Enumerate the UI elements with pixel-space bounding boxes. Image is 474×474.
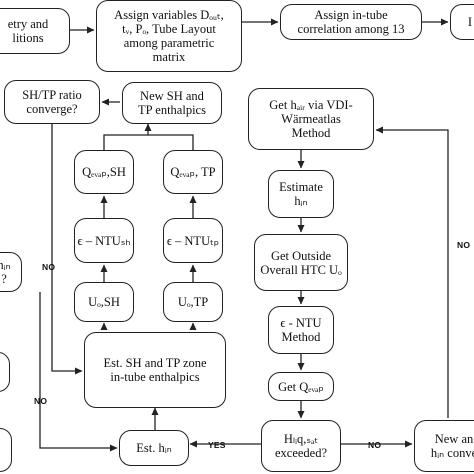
no-label-bottom-left: NO — [34, 396, 48, 406]
q-evap-tp-box: Qₑᵥₐₚ, TP — [163, 150, 223, 194]
q-evap-sh-box: Qₑᵥₐₚ,SH — [74, 150, 134, 194]
arrow-new-hin-loop — [375, 126, 449, 418]
ntu-sh-box: ϵ – NTUₛₕ — [74, 218, 134, 263]
arrow-q-tp-to-new-enthalpies — [148, 134, 194, 150]
no-label-right: NO — [457, 240, 471, 250]
est-hin-box: Est. hᵢₙ — [119, 430, 189, 466]
arrow-q-sh-to-new-enthalpies — [103, 123, 152, 150]
ntu-tp-box: ϵ – NTUₜₚ — [163, 218, 223, 263]
uo-tp-box: Uₒ,TP — [163, 282, 223, 322]
arrow-ratio-no-to-zone — [51, 124, 83, 375]
yes-label: YES — [208, 440, 226, 450]
no-label-bottom-right: NO — [368, 440, 382, 450]
right-edge-box: I — [450, 4, 474, 40]
get-qevap-box: Get Qₑᵥₐₚ — [268, 372, 334, 401]
assign-variables-box: Assign variables Dₒᵤₜ,tᵥ, Pₒ, Tube Layou… — [96, 0, 242, 72]
uo-sh-box: Uₒ,SH — [74, 282, 134, 322]
left-bottom-box — [0, 428, 12, 472]
no-label-left: NO — [42, 262, 56, 272]
left-hin-box: hᵢₙ? — [0, 252, 22, 292]
arrow-left-hin-to-est-hin — [39, 292, 118, 452]
